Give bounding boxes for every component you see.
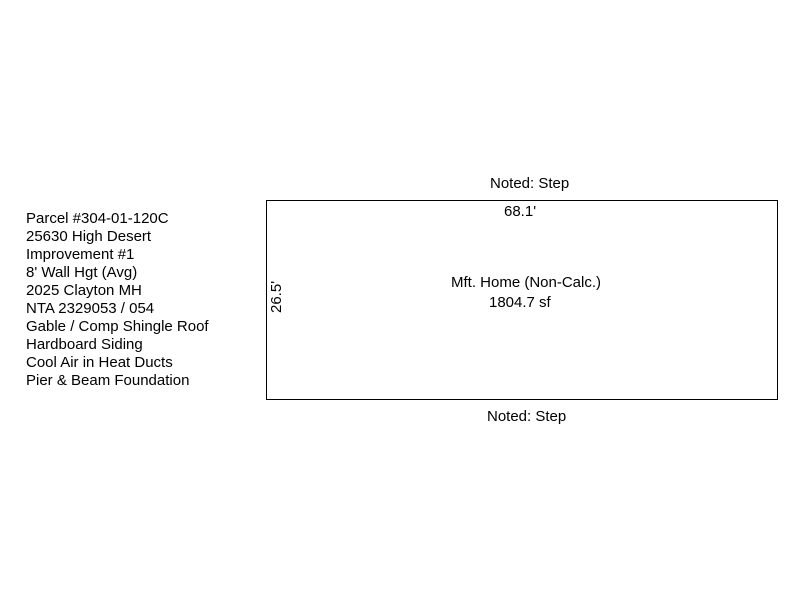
property-info-list: Parcel #304-01-120C 25630 High Desert Im… bbox=[26, 210, 209, 390]
home-footprint bbox=[266, 200, 778, 400]
home-year-make: 2025 Clayton MH bbox=[26, 282, 142, 299]
area-name-label: Mft. Home (Non-Calc.) bbox=[451, 274, 602, 291]
area-size-label: 1804.7 sf bbox=[489, 294, 551, 311]
siding-type: Hardboard Siding bbox=[26, 336, 143, 353]
improvement-number: Improvement #1 bbox=[26, 246, 135, 263]
nta-number: NTA 2329053 / 054 bbox=[26, 300, 155, 317]
address: 25630 High Desert bbox=[26, 228, 152, 245]
width-dimension-label: 68.1' bbox=[504, 203, 537, 220]
cooling-type: Cool Air in Heat Ducts bbox=[26, 354, 173, 371]
step-note-bottom: Noted: Step bbox=[487, 408, 567, 425]
foundation-type: Pier & Beam Foundation bbox=[26, 372, 190, 389]
wall-height: 8' Wall Hgt (Avg) bbox=[26, 264, 138, 281]
parcel-number: Parcel #304-01-120C bbox=[26, 210, 169, 227]
roof-type: Gable / Comp Shingle Roof bbox=[26, 318, 209, 335]
step-note-top: Noted: Step bbox=[490, 175, 570, 192]
depth-dimension-label: 26.5' bbox=[268, 280, 285, 313]
